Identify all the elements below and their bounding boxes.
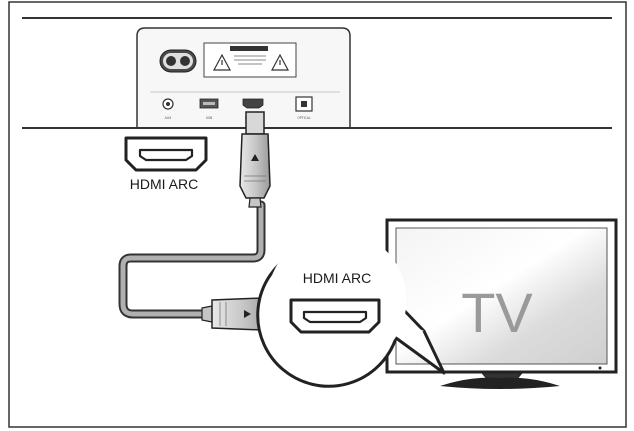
hdmi-port-tv-icon bbox=[289, 298, 381, 334]
usb-port bbox=[199, 98, 219, 109]
warning-icon-left bbox=[213, 53, 231, 71]
outer-frame bbox=[8, 1, 627, 428]
soundbar-back-panel: AUX USB HDMI ARC OPTICAL bbox=[136, 27, 351, 129]
hdmi-port-soundbar-panel bbox=[242, 98, 264, 109]
warning-icon-right bbox=[271, 53, 289, 71]
triangle-up-icon bbox=[251, 154, 259, 161]
tv-power-indicator bbox=[598, 366, 602, 370]
port-caption-aux: AUX bbox=[165, 116, 173, 120]
tv-hdmi-arc-label: HDMI ARC bbox=[303, 270, 371, 286]
warning-label bbox=[203, 42, 297, 78]
aux-port bbox=[162, 98, 174, 110]
port-caption-optical: OPTICAL bbox=[297, 116, 311, 120]
hdmi-plug-soundbar bbox=[239, 111, 271, 208]
power-socket-icon bbox=[159, 49, 197, 73]
port-caption-usb: USB bbox=[206, 116, 213, 120]
optical-port bbox=[295, 96, 313, 112]
hdmi-port-icon bbox=[124, 136, 208, 172]
tv-screen-label: TV bbox=[461, 281, 533, 344]
soundbar-hdmi-arc-label: HDMI ARC bbox=[130, 176, 198, 192]
triangle-right-icon bbox=[244, 310, 251, 318]
tv-set: TV bbox=[385, 218, 618, 389]
